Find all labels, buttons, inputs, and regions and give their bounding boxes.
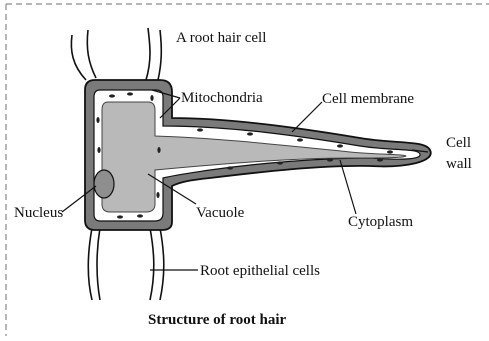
label-root-epithelial-cells: Root epithelial cells (200, 263, 320, 279)
lower-epithelial-cells (86, 226, 168, 300)
caption-structure-of-root-hair: Structure of root hair (148, 312, 287, 328)
nucleus (94, 170, 114, 198)
label-mitochondria: Mitochondria (181, 90, 263, 106)
upper-epidermal-cells (71, 28, 161, 80)
label-vacuole: Vacuole (196, 205, 245, 221)
label-cytoplasm: Cytoplasm (348, 214, 413, 230)
vacuole (102, 102, 406, 212)
label-cell-wall-line2: wall (446, 156, 472, 172)
label-nucleus: Nucleus (14, 205, 63, 221)
label-root-hair-cell: A root hair cell (176, 30, 266, 46)
label-cell-wall-line1: Cell (446, 135, 471, 151)
label-cell-membrane: Cell membrane (322, 91, 414, 107)
